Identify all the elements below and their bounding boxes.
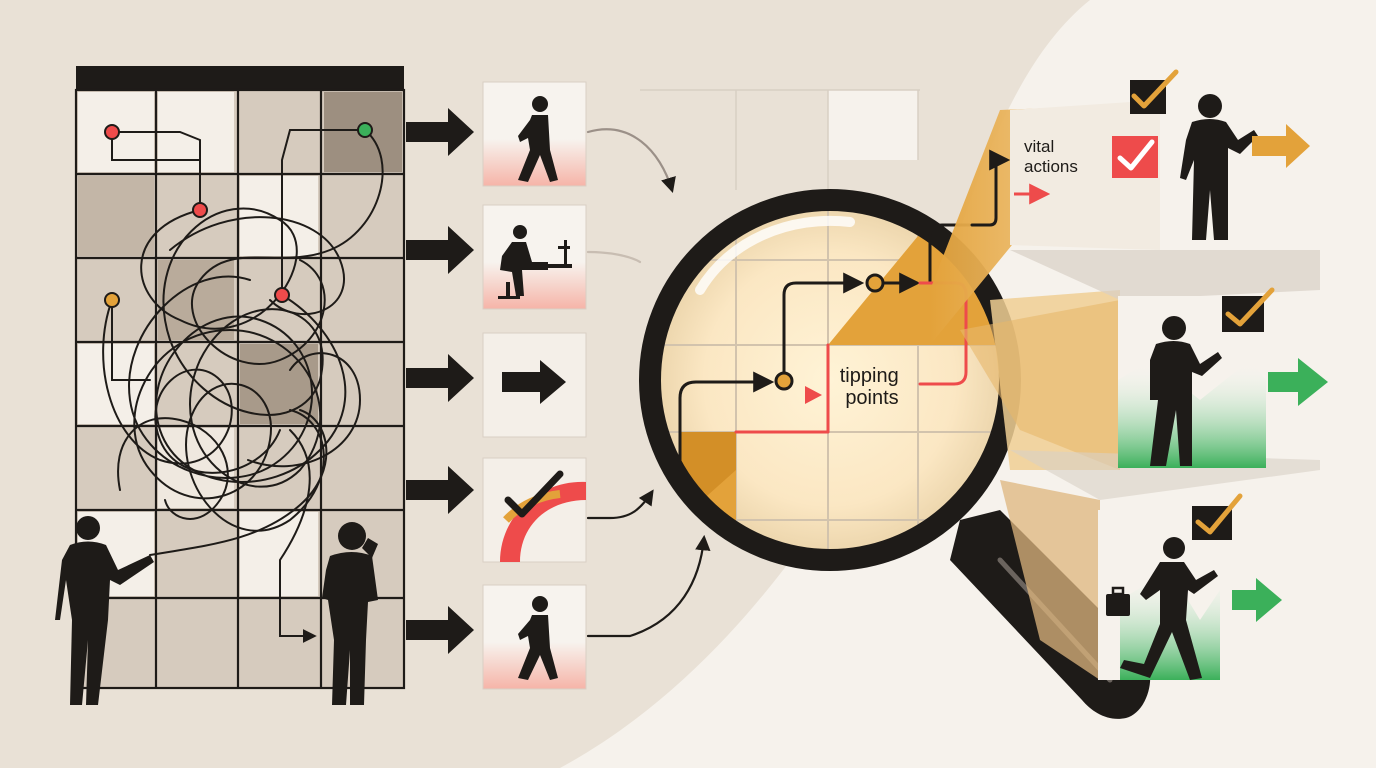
grid-to-steps-arrows	[406, 108, 474, 654]
person-pointing-icon	[1180, 94, 1258, 240]
person-thinking-icon	[322, 522, 378, 705]
person-running-with-briefcase-icon	[1106, 537, 1218, 680]
person-running-bottom	[1098, 493, 1282, 680]
step-pane-1	[482, 81, 587, 187]
person-at-desk-icon	[498, 225, 572, 299]
right-arrow-icon	[502, 360, 566, 404]
tipping-nodes	[774, 273, 885, 391]
step-pane-5	[482, 584, 587, 690]
step-pane-2	[482, 204, 587, 310]
tangled-paths	[102, 129, 384, 643]
step-pane-4	[482, 457, 587, 563]
person-pointing-icon	[55, 516, 154, 705]
person-walking-icon	[518, 596, 558, 680]
lens-highlight	[695, 215, 855, 295]
person-pointing-icon	[1150, 316, 1222, 466]
person-walking-icon	[518, 96, 558, 182]
person-presenting-top	[1180, 94, 1310, 240]
background-grid	[640, 89, 920, 190]
tipping-points-label: tipping points	[840, 365, 905, 409]
pane-to-lens-connectors	[586, 128, 711, 638]
vital-actions-step: vital actions	[970, 69, 1179, 227]
orange-staircase	[930, 100, 1320, 680]
grid-node-dots	[104, 122, 373, 308]
person-presenting-middle	[1118, 287, 1328, 468]
vital-actions-label: vital actions	[1024, 137, 1078, 176]
step-pane-3	[482, 332, 587, 438]
checkmark-curve-icon	[500, 481, 586, 562]
